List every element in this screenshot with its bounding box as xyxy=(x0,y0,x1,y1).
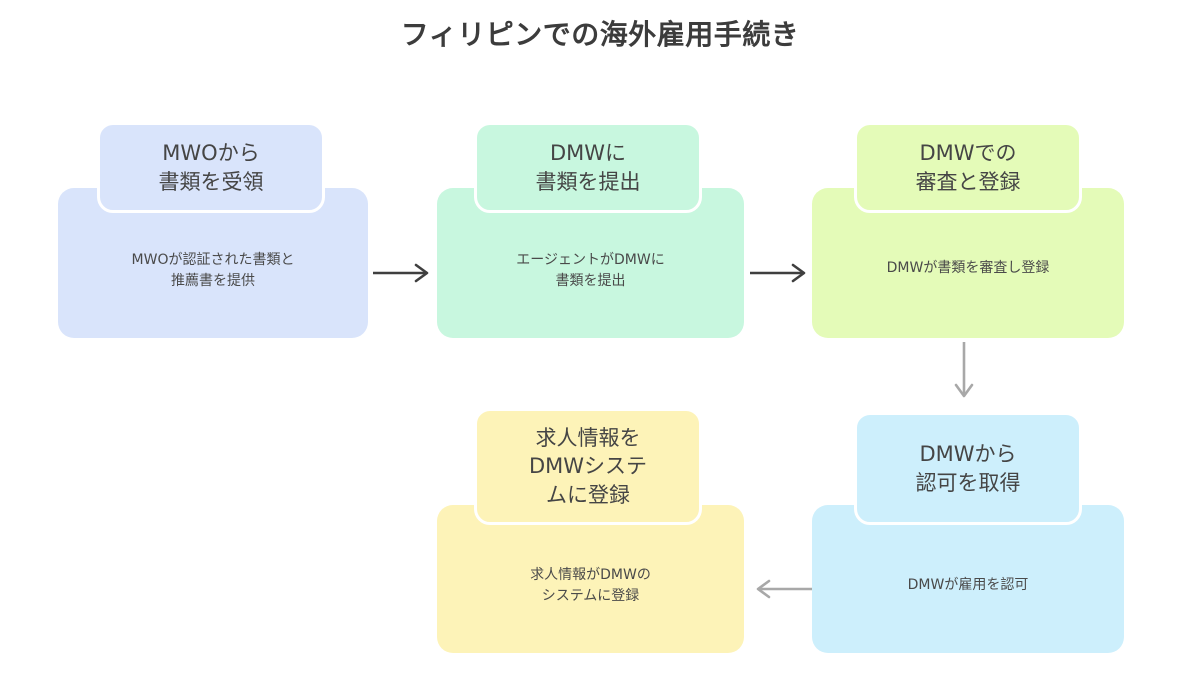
arrow-node3-to-node4 xyxy=(953,342,975,404)
arrow-node1-to-node2 xyxy=(373,262,435,284)
node-header: MWOから書類を受領 xyxy=(97,122,325,213)
arrow-right-icon xyxy=(373,263,429,283)
node-header-label: DMWに書類を提出 xyxy=(535,141,641,194)
node-description: DMWが書類を審査し登録 xyxy=(886,260,1050,276)
node-header: DMWに書類を提出 xyxy=(474,122,702,213)
node-description: MWOが認証された書類と推薦書を提供 xyxy=(131,252,295,289)
page-title: フィリピンでの海外雇用手続き xyxy=(400,18,800,51)
node-body xyxy=(437,188,744,338)
arrow-right-icon xyxy=(750,263,806,283)
node-description: 求人情報がDMWのシステムに登録 xyxy=(530,567,651,604)
node-header-label: DMWでの審査と登録 xyxy=(915,141,1021,194)
arrow-left-icon xyxy=(756,579,812,599)
node-body xyxy=(58,188,368,338)
node-header: DMWでの審査と登録 xyxy=(854,122,1082,213)
node-body xyxy=(812,505,1124,653)
node-description: エージェントがDMWに書類を提出 xyxy=(516,252,665,289)
node-header: DMWから認可を取得 xyxy=(854,412,1082,525)
node-header-label: DMWから認可を取得 xyxy=(915,442,1021,495)
arrow-node4-to-node5 xyxy=(750,578,812,600)
arrow-node2-to-node3 xyxy=(750,262,812,284)
node-body xyxy=(437,505,744,653)
node-body xyxy=(812,188,1124,338)
node-description: DMWが雇用を認可 xyxy=(907,577,1029,593)
node-header-label: MWOから書類を受領 xyxy=(158,141,264,194)
arrow-down-icon xyxy=(954,342,974,398)
